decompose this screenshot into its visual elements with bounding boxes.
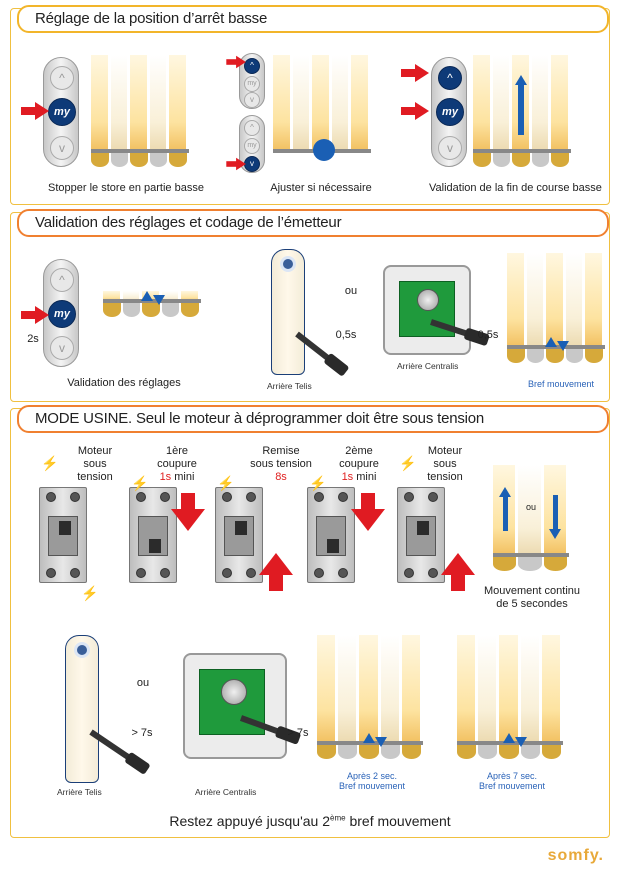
my-button[interactable]: my — [244, 138, 260, 154]
bref-mouvement-label: Bref mouvement — [527, 379, 595, 389]
caption-stopper: Stopper le store en partie basse — [48, 182, 204, 194]
my-button[interactable]: my — [48, 98, 76, 126]
or-label: ou — [525, 502, 536, 512]
blind-illustration — [317, 635, 423, 775]
circuit-breaker — [129, 487, 177, 583]
remote-control: ^ my v — [43, 259, 79, 367]
or-label: ou — [344, 285, 358, 297]
up-arrow-icon — [518, 85, 524, 135]
duration-label: 2s — [27, 333, 39, 345]
blind-illustration — [103, 291, 201, 331]
up-button[interactable]: ^ — [244, 120, 260, 136]
press-arrow — [226, 157, 246, 171]
apres-7-sec-label: Après 7 sec.Bref mouvement — [478, 771, 546, 791]
up-arrow-icon — [503, 497, 508, 531]
down-button[interactable]: v — [244, 156, 260, 172]
power-bolt-icon: ⚡ — [399, 455, 417, 471]
time-label: > 7s — [287, 727, 309, 739]
remote-control: ^ my v — [43, 57, 79, 167]
circuit-breaker — [397, 487, 445, 583]
caption-validation-reglages: Validation des réglages — [67, 377, 181, 389]
telis-remote-back — [271, 249, 305, 375]
power-off-arrow-icon — [351, 493, 385, 531]
press-arrow — [21, 102, 51, 120]
up-button[interactable]: ^ — [438, 66, 462, 90]
blind-illustration — [273, 55, 371, 173]
arriere-telis-label: Arrière Telis — [267, 381, 312, 391]
press-arrow — [226, 55, 246, 69]
section-reglage-arret-basse: Réglage de la position d’arrêt basse ^ m… — [10, 5, 610, 205]
blind-illustration — [91, 55, 189, 173]
centralis-back — [183, 653, 287, 759]
press-arrow — [401, 102, 431, 120]
caption-ajuster: Ajuster si nécessaire — [270, 182, 372, 194]
power-bolt-icon: ⚡ — [81, 585, 99, 601]
section-validation-codage: Validation des réglages et codage de l’é… — [10, 209, 610, 402]
down-button[interactable]: v — [50, 136, 74, 160]
down-button[interactable]: v — [438, 136, 462, 160]
time-label: > 7s — [131, 727, 153, 739]
down-button[interactable]: v — [50, 336, 74, 360]
telis-remote-back — [65, 635, 99, 783]
arriere-centralis-label: Arrière Centralis — [397, 361, 459, 371]
footer-instruction: Restez appuyé jusqu'au 2ème bref mouveme… — [169, 813, 451, 829]
caption-validation: Validation de la fin de course basse — [429, 182, 602, 194]
my-button[interactable]: my — [48, 300, 76, 328]
section-title: Réglage de la position d’arrêt basse — [17, 5, 609, 33]
section-title: Validation des réglages et codage de l’é… — [17, 209, 609, 237]
down-button[interactable]: v — [244, 92, 260, 108]
centralis-back — [383, 265, 471, 355]
down-arrow-icon — [553, 495, 558, 529]
blind-illustration — [507, 253, 605, 371]
somfy-logo: somfy. — [547, 847, 604, 864]
blind-illustration — [473, 55, 571, 173]
or-label: ou — [136, 677, 150, 689]
remote-control-small: ^ my v — [239, 53, 265, 109]
my-button[interactable]: my — [436, 98, 464, 126]
press-arrow — [401, 64, 431, 82]
power-bolt-icon: ⚡ — [309, 475, 327, 491]
blind-illustration — [457, 635, 563, 775]
my-button[interactable]: my — [244, 76, 260, 92]
slider-knob-icon — [313, 139, 335, 161]
apres-2-sec-label: Après 2 sec.Bref mouvement — [338, 771, 406, 791]
section-mode-usine: MODE USINE. Seul le moteur à déprogramme… — [10, 405, 610, 838]
circuit-breaker — [215, 487, 263, 583]
power-bolt-icon: ⚡ — [131, 475, 149, 491]
blind-illustration — [493, 465, 569, 575]
circuit-breaker — [39, 487, 87, 583]
press-arrow — [21, 306, 51, 324]
power-on-arrow-icon — [441, 553, 475, 591]
up-button[interactable]: ^ — [50, 268, 74, 292]
remote-control: ^ my v — [431, 57, 467, 167]
time-label: 0,5s — [335, 329, 357, 341]
circuit-breaker — [307, 487, 355, 583]
power-bolt-icon: ⚡ — [41, 455, 59, 471]
up-button[interactable]: ^ — [50, 66, 74, 90]
power-off-arrow-icon — [171, 493, 205, 531]
section-title: MODE USINE. Seul le moteur à déprogramme… — [17, 405, 609, 433]
up-button[interactable]: ^ — [244, 58, 260, 74]
arriere-centralis-label: Arrière Centralis — [195, 787, 257, 797]
power-on-arrow-icon — [259, 553, 293, 591]
arriere-telis-label: Arrière Telis — [57, 787, 102, 797]
power-bolt-icon: ⚡ — [217, 475, 235, 491]
time-label: 0,5s — [477, 329, 499, 341]
